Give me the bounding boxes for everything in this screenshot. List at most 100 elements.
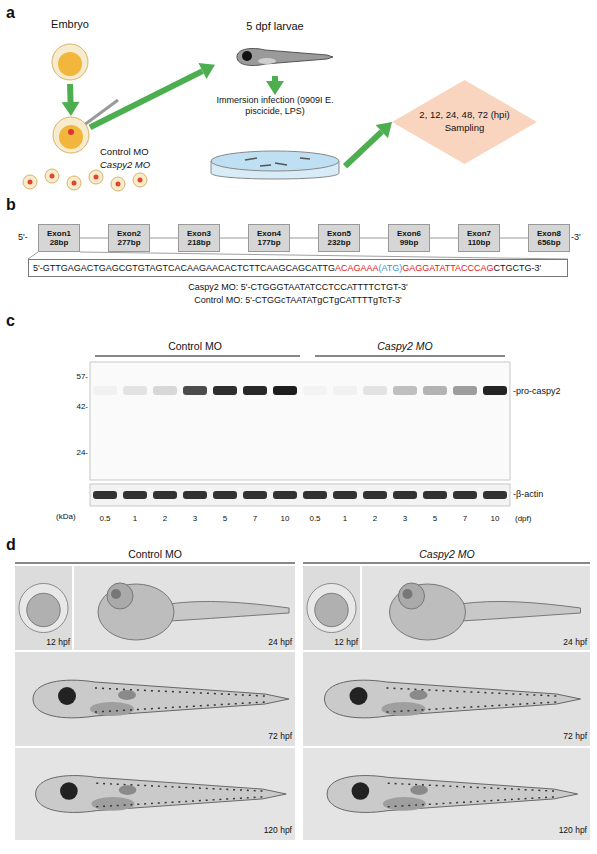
embryo — [111, 177, 125, 191]
intron-line — [80, 238, 108, 239]
connector-line — [360, 238, 388, 239]
blot-band — [333, 491, 357, 499]
photo-frame — [303, 566, 360, 650]
sequence-part: ACAGAAA — [335, 263, 379, 273]
photo-frame — [15, 748, 295, 840]
group-bar — [315, 355, 505, 356]
figure-label: 5'- — [18, 232, 28, 242]
figure-label: (kDa) — [56, 512, 76, 521]
exon-label: Exon8 656bp — [533, 229, 565, 247]
flow-arrow — [345, 122, 392, 166]
yolk — [58, 52, 82, 76]
embryo-photo — [307, 583, 356, 632]
embryo-node: Embryo — [35, 18, 105, 84]
figure-label: 10 — [491, 514, 500, 523]
blot-band — [123, 386, 147, 395]
figure-label: 7 — [253, 514, 257, 523]
intron-line — [430, 238, 458, 239]
flow-arrow — [62, 84, 80, 116]
group-bar — [15, 562, 295, 563]
figure-label: Control MO: 5'-CTGGcTAATATgCTgCATTTTgTcT… — [194, 295, 402, 305]
figure-label: 5 — [433, 514, 437, 523]
figure-label: (dpf) — [515, 514, 531, 523]
dish-rim — [211, 151, 339, 171]
figure-label: 10 — [281, 514, 290, 523]
node-heading: 5 dpf larvae — [215, 20, 335, 32]
group-bar — [95, 355, 300, 356]
larva-photo — [327, 776, 578, 813]
connector-line — [220, 238, 248, 239]
figure-label: 3 — [193, 514, 197, 523]
pro-caspy2-bands — [93, 386, 507, 395]
photo-frame — [15, 566, 72, 650]
embryo — [89, 170, 103, 184]
arrow-head — [62, 102, 80, 116]
photo-frame — [303, 652, 590, 746]
exon-label: Exon2 277bp — [113, 229, 145, 247]
blot-band — [333, 386, 357, 395]
exon-box: Exon1 28bp — [38, 224, 80, 252]
blot-band — [93, 491, 117, 499]
blot-band — [213, 386, 237, 395]
panel-letter: a — [6, 4, 15, 22]
exon-label: Exon4 177bp — [253, 229, 285, 247]
exon-box: Exon5 232bp — [318, 224, 360, 252]
arrow-head — [198, 63, 215, 79]
photo-frame — [362, 566, 590, 650]
exon-label: Exon1 28bp — [43, 229, 75, 247]
blot-band — [363, 386, 387, 395]
larva-photo — [325, 680, 581, 718]
yolk — [59, 125, 83, 149]
blot-band — [423, 491, 447, 499]
exon-box: Exon7 110bp — [458, 224, 500, 252]
dye-dot — [138, 178, 143, 183]
connector-line — [500, 238, 528, 239]
intron-line — [290, 238, 318, 239]
connector-line — [272, 76, 278, 81]
connector-line — [150, 238, 178, 239]
diamond-node: 2, 12, 24, 48, 72 (hpi)Sampling — [392, 80, 537, 164]
connector-line — [80, 238, 108, 239]
figure-label: 2 — [373, 514, 377, 523]
petri-dish — [205, 147, 345, 189]
figure-label: 24- — [76, 448, 88, 457]
connector-line — [67, 84, 74, 102]
embryo — [133, 173, 147, 187]
sequence-part: CTGCTG-3' — [494, 263, 542, 273]
dye-dot — [72, 181, 77, 186]
group-label: Control MO — [100, 146, 149, 157]
figure-label: Control MO — [128, 548, 182, 560]
dye-dot — [50, 174, 55, 179]
embryo — [23, 175, 37, 189]
intron-line — [150, 238, 178, 239]
zoom-line — [28, 252, 38, 259]
sequence-part: (ATG) — [378, 263, 402, 273]
flow-arrow — [266, 76, 284, 95]
figure-label: 72 hpf — [563, 732, 587, 742]
intron-line — [500, 238, 528, 239]
figure-label: 12 hpf — [334, 638, 358, 648]
injection-dot — [68, 129, 74, 135]
exon-box: Exon8 656bp — [528, 224, 570, 252]
connector-line — [345, 132, 382, 167]
connector-line — [90, 71, 202, 127]
blot-band — [303, 491, 327, 499]
blot-band — [453, 386, 477, 395]
figure-label: 5 — [223, 514, 227, 523]
figure-label: 120 hpf — [264, 826, 292, 836]
zoom-line — [80, 252, 568, 259]
dye-dot — [28, 180, 33, 185]
dish-node: Immersion infection (0909I E. piscicide,… — [205, 95, 345, 190]
figure-label: 1 — [343, 514, 347, 523]
figure-label: 42- — [76, 402, 88, 411]
actin-membrane — [90, 484, 510, 506]
node-text: Immersion infection (0909I E. piscicide,… — [215, 95, 335, 117]
exon-box: Exon6 99bp — [388, 224, 430, 252]
exon-label: Exon5 232bp — [323, 229, 355, 247]
exon-box: Exon3 218bp — [178, 224, 220, 252]
arrow-head — [376, 122, 392, 138]
blot-band — [273, 491, 297, 499]
embryo — [67, 176, 81, 190]
figure-label: -pro-caspy2 — [513, 386, 561, 396]
